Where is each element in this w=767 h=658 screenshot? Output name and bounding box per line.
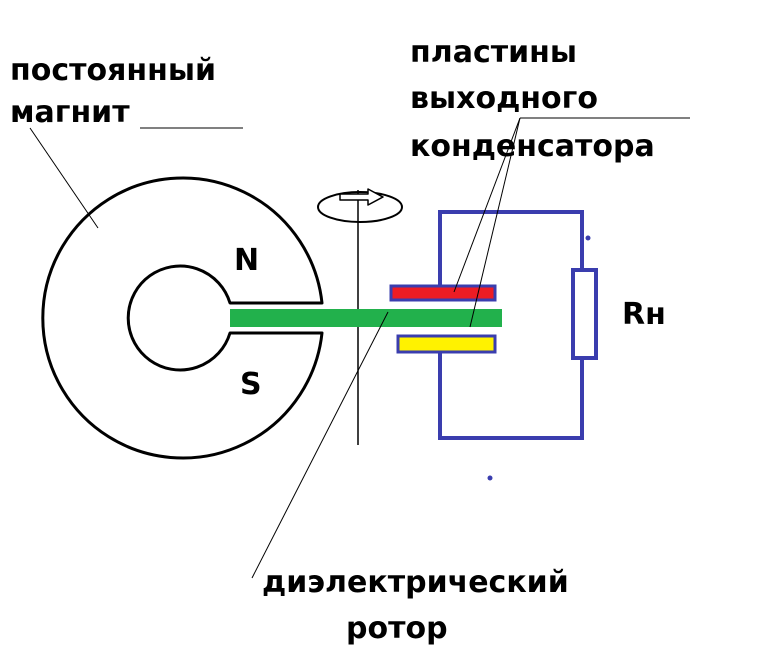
load-resistor-label: Rн (622, 297, 666, 332)
north-pole-label: N (234, 243, 259, 278)
rotor-label-line2: ротор (346, 611, 448, 646)
plates-label-line3: конденсатора (410, 129, 655, 164)
load-resistor (571, 268, 598, 360)
rotor-leader (251, 311, 389, 579)
upper-capacitor-plate (389, 284, 497, 302)
circuit-upper-wire (438, 210, 584, 290)
plates-label-line2: выходного (410, 81, 598, 116)
stray-dot (487, 475, 493, 481)
rotation-ellipse (317, 191, 403, 223)
permanent-magnet (41, 176, 324, 460)
rotation-arrow-icon (339, 188, 384, 206)
plates-leader-upper (453, 117, 521, 293)
stray-dot (585, 235, 591, 241)
rotor-label-line1: диэлектрический (262, 565, 569, 600)
leader-lines (29, 117, 690, 579)
circuit-lower-wire (438, 350, 584, 440)
output-circuit (438, 210, 598, 440)
lower-capacitor-plate (396, 334, 497, 354)
magnet-label-line1: постоянный (10, 53, 216, 88)
dielectric-rotor (230, 309, 502, 327)
magnet-leader (29, 127, 99, 229)
plates-leader-lower (469, 117, 521, 328)
south-pole-label: S (240, 367, 262, 402)
plates-label-line1: пластины (410, 35, 577, 70)
magnet-label-line2: магнит (10, 95, 130, 130)
